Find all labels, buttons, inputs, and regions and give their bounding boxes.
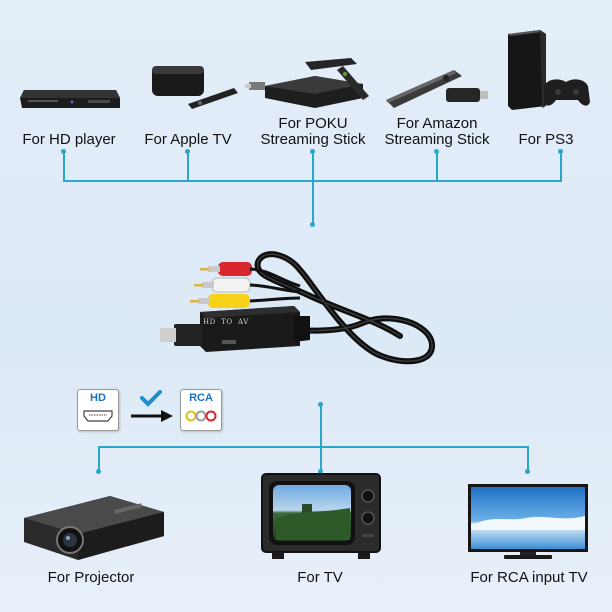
connector-line xyxy=(320,404,322,448)
projector-icon xyxy=(24,496,164,560)
arrow-right-icon xyxy=(131,410,173,422)
hd-badge: HD xyxy=(77,389,119,431)
connector-line xyxy=(98,446,529,448)
rca-yellow-plug xyxy=(190,294,250,308)
connector-line xyxy=(187,151,189,181)
connector-dot xyxy=(96,469,101,474)
hd-port-icon xyxy=(83,410,113,422)
flat-tv-icon xyxy=(468,484,588,559)
connector-line xyxy=(63,151,65,181)
connector-dot xyxy=(318,402,323,407)
amazon-stick-icon xyxy=(386,70,488,108)
crt-tv-icon xyxy=(261,473,381,559)
label-amazon-line2: Streaming Stick xyxy=(384,131,490,148)
rca-badge: RCA xyxy=(180,389,222,431)
label-ps3: For PS3 xyxy=(518,131,574,148)
connector-dot xyxy=(318,469,323,474)
rca-red-plug xyxy=(200,262,252,276)
label-projector: For Projector xyxy=(47,569,135,586)
connector-dot xyxy=(61,149,66,154)
label-hd-player: For HD player xyxy=(22,131,116,148)
check-icon xyxy=(140,390,162,407)
connector-dot xyxy=(434,149,439,154)
connector-dot xyxy=(310,149,315,154)
connector-dot xyxy=(525,469,530,474)
label-rca-input-tv: For RCA input TV xyxy=(470,569,588,586)
connector-line xyxy=(320,446,322,472)
rca-white-plug xyxy=(194,277,251,293)
converter-body-text: HD TO AV xyxy=(203,318,249,326)
label-apple-tv: For Apple TV xyxy=(144,131,232,148)
label-poku-line2: Streaming Stick xyxy=(260,131,366,148)
label-tv: For TV xyxy=(297,569,343,586)
apple-tv-icon xyxy=(152,66,238,109)
rca-jacks-icon xyxy=(185,410,217,422)
connector-dot xyxy=(558,149,563,154)
connector-dot xyxy=(310,222,315,227)
connector-line xyxy=(312,151,314,224)
connector-line xyxy=(527,446,529,472)
connector-line xyxy=(436,151,438,181)
ps3-console-icon xyxy=(508,30,590,110)
connector-dot xyxy=(185,149,190,154)
poku-stick-icon xyxy=(245,58,369,108)
label-amazon-line1: For Amazon xyxy=(396,115,478,132)
connector-line xyxy=(560,151,562,181)
label-poku-line1: For POKU xyxy=(278,115,348,132)
connector-line xyxy=(98,446,100,472)
hd-player-icon xyxy=(20,90,120,108)
rca-badge-label: RCA xyxy=(189,392,213,404)
hd-to-av-cable-image xyxy=(160,251,435,365)
hd-badge-label: HD xyxy=(90,392,106,404)
